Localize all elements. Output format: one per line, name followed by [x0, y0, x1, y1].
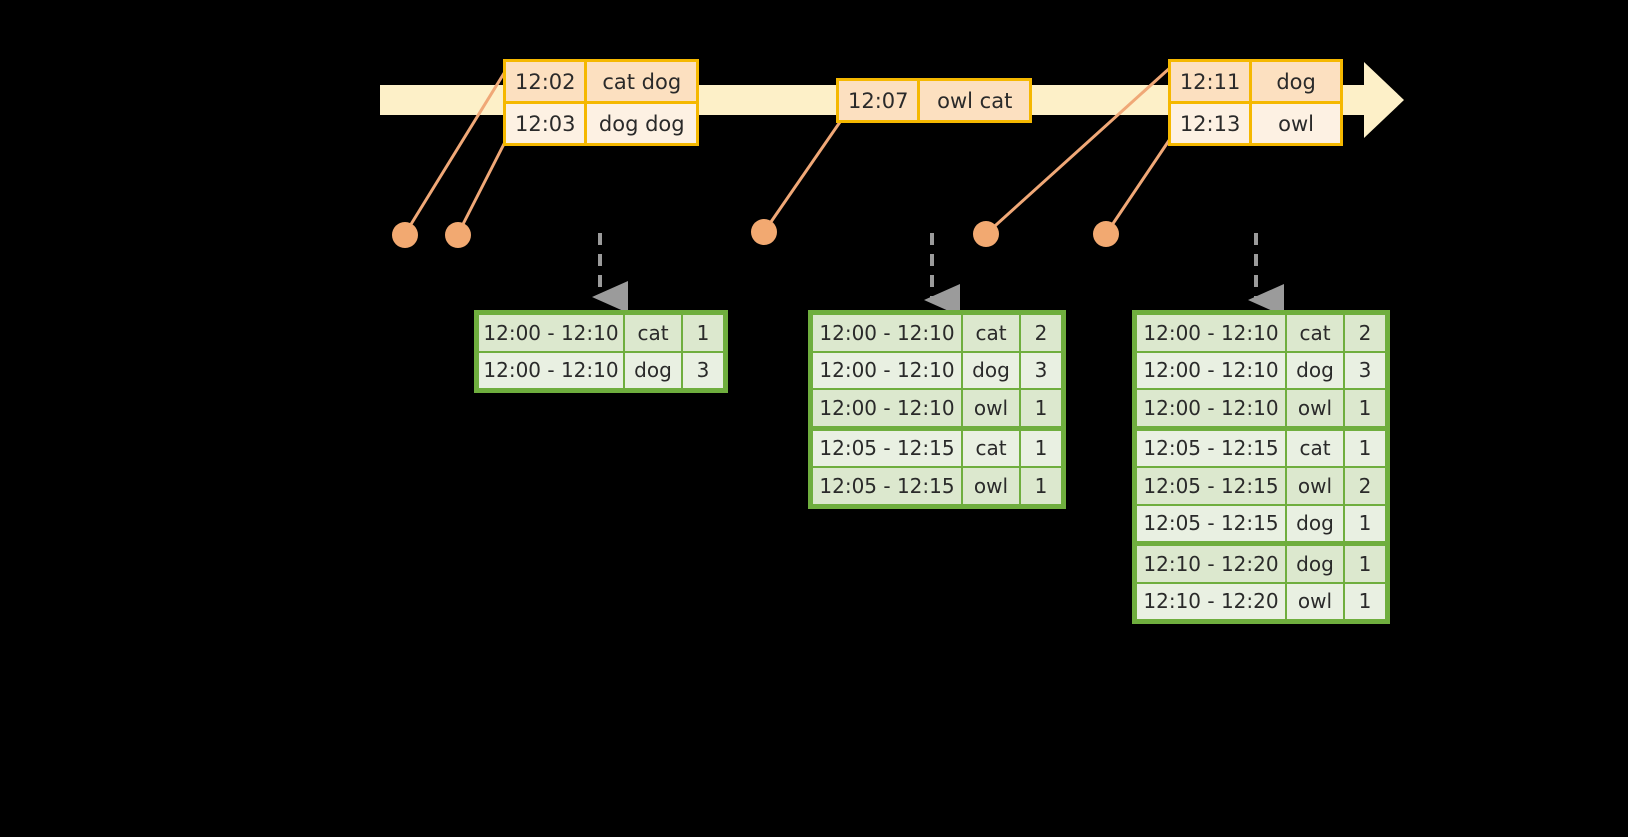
window-cell: 12:00 - 12:10 — [1136, 389, 1286, 427]
event-payload: dog — [1252, 62, 1340, 101]
key-cell: cat — [962, 429, 1020, 467]
table-row[interactable]: 12:00 - 12:10 cat 1 — [478, 314, 724, 352]
table-row[interactable]: 12:00 - 12:10 owl 1 — [812, 389, 1062, 427]
connector-line-5 — [1104, 135, 1174, 235]
key-cell: owl — [1286, 467, 1344, 505]
window-cell: 12:00 - 12:10 — [812, 314, 962, 352]
key-cell: cat — [962, 314, 1020, 352]
count-cell: 2 — [1020, 314, 1062, 352]
emit-arrows — [592, 233, 1284, 316]
count-cell: 1 — [1020, 429, 1062, 467]
count-cell: 3 — [1344, 351, 1386, 389]
table-row[interactable]: 12:05 - 12:15 dog 1 — [1136, 504, 1386, 542]
count-cell: 3 — [1020, 351, 1062, 389]
key-cell: cat — [624, 314, 682, 352]
key-cell: dog — [1286, 351, 1344, 389]
trigger-dot-5 — [1093, 221, 1119, 247]
window-cell: 12:00 - 12:10 — [812, 351, 962, 389]
count-cell: 1 — [1020, 389, 1062, 427]
table-row[interactable]: 12:00 - 12:10 owl 1 — [1136, 389, 1386, 427]
table-row[interactable]: 12:10 - 12:20 owl 1 — [1136, 582, 1386, 620]
count-cell: 1 — [1344, 545, 1386, 583]
count-cell: 2 — [1344, 467, 1386, 505]
trigger-dots — [392, 219, 1119, 248]
key-cell: cat — [1286, 314, 1344, 352]
key-cell: dog — [962, 351, 1020, 389]
count-cell: 1 — [682, 314, 724, 352]
connector-line-2 — [456, 139, 508, 235]
window-cell: 12:00 - 12:10 — [1136, 314, 1286, 352]
result-table-2[interactable]: 12:00 - 12:10 cat 2 12:00 - 12:10 dog 3 … — [808, 310, 1066, 509]
event-payload: owl cat — [920, 81, 1029, 120]
key-cell: owl — [962, 467, 1020, 505]
window-cell: 12:05 - 12:15 — [812, 467, 962, 505]
key-cell: owl — [1286, 389, 1344, 427]
key-cell: dog — [624, 351, 682, 389]
event-payload: dog dog — [587, 104, 696, 143]
table-row[interactable]: 12:05 - 12:15 owl 2 — [1136, 467, 1386, 505]
trigger-dot-1 — [392, 222, 418, 248]
key-cell: owl — [962, 389, 1020, 427]
event-row[interactable]: 12:13 owl — [1171, 101, 1340, 143]
trigger-dot-4 — [973, 221, 999, 247]
event-payload: owl — [1252, 104, 1340, 143]
table-row[interactable]: 12:10 - 12:20 dog 1 — [1136, 542, 1386, 583]
count-cell: 1 — [1344, 429, 1386, 467]
event-time: 12:07 — [839, 81, 921, 120]
connector-line-1 — [403, 69, 508, 235]
table-row[interactable]: 12:05 - 12:15 cat 1 — [1136, 426, 1386, 467]
table-row[interactable]: 12:00 - 12:10 dog 3 — [812, 351, 1062, 389]
event-row[interactable]: 12:07 owl cat — [839, 81, 1029, 120]
window-cell: 12:05 - 12:15 — [1136, 429, 1286, 467]
event-group-2[interactable]: 12:07 owl cat — [836, 78, 1032, 123]
key-cell: dog — [1286, 504, 1344, 542]
count-cell: 1 — [1344, 389, 1386, 427]
event-time: 12:11 — [1171, 62, 1253, 101]
event-time: 12:03 — [506, 104, 588, 143]
window-cell: 12:05 - 12:15 — [1136, 467, 1286, 505]
connector-line-3 — [762, 121, 842, 233]
window-cell: 12:10 - 12:20 — [1136, 545, 1286, 583]
count-cell: 1 — [1344, 504, 1386, 542]
count-cell: 2 — [1344, 314, 1386, 352]
window-cell: 12:05 - 12:15 — [1136, 504, 1286, 542]
event-row[interactable]: 12:11 dog — [1171, 62, 1340, 101]
table-row[interactable]: 12:00 - 12:10 cat 2 — [812, 314, 1062, 352]
key-cell: dog — [1286, 545, 1344, 583]
trigger-dot-2 — [445, 222, 471, 248]
event-row[interactable]: 12:02 cat dog — [506, 62, 696, 101]
window-cell: 12:00 - 12:10 — [1136, 351, 1286, 389]
event-time: 12:13 — [1171, 104, 1253, 143]
window-cell: 12:00 - 12:10 — [478, 314, 624, 352]
event-group-1[interactable]: 12:02 cat dog 12:03 dog dog — [503, 59, 699, 146]
result-table-1[interactable]: 12:00 - 12:10 cat 1 12:00 - 12:10 dog 3 — [474, 310, 728, 393]
table-row[interactable]: 12:00 - 12:10 dog 3 — [478, 351, 724, 389]
key-cell: cat — [1286, 429, 1344, 467]
result-table-3[interactable]: 12:00 - 12:10 cat 2 12:00 - 12:10 dog 3 … — [1132, 310, 1390, 624]
table-row[interactable]: 12:00 - 12:10 dog 3 — [1136, 351, 1386, 389]
count-cell: 1 — [1020, 467, 1062, 505]
table-row[interactable]: 12:00 - 12:10 cat 2 — [1136, 314, 1386, 352]
table-row[interactable]: 12:05 - 12:15 cat 1 — [812, 426, 1062, 467]
table-row[interactable]: 12:05 - 12:15 owl 1 — [812, 467, 1062, 505]
event-time: 12:02 — [506, 62, 588, 101]
event-row[interactable]: 12:03 dog dog — [506, 101, 696, 143]
window-cell: 12:05 - 12:15 — [812, 429, 962, 467]
trigger-dot-3 — [751, 219, 777, 245]
key-cell: owl — [1286, 582, 1344, 620]
count-cell: 3 — [682, 351, 724, 389]
window-cell: 12:10 - 12:20 — [1136, 582, 1286, 620]
event-group-3[interactable]: 12:11 dog 12:13 owl — [1168, 59, 1343, 146]
window-cell: 12:00 - 12:10 — [478, 351, 624, 389]
count-cell: 1 — [1344, 582, 1386, 620]
window-cell: 12:00 - 12:10 — [812, 389, 962, 427]
event-payload: cat dog — [587, 62, 696, 101]
